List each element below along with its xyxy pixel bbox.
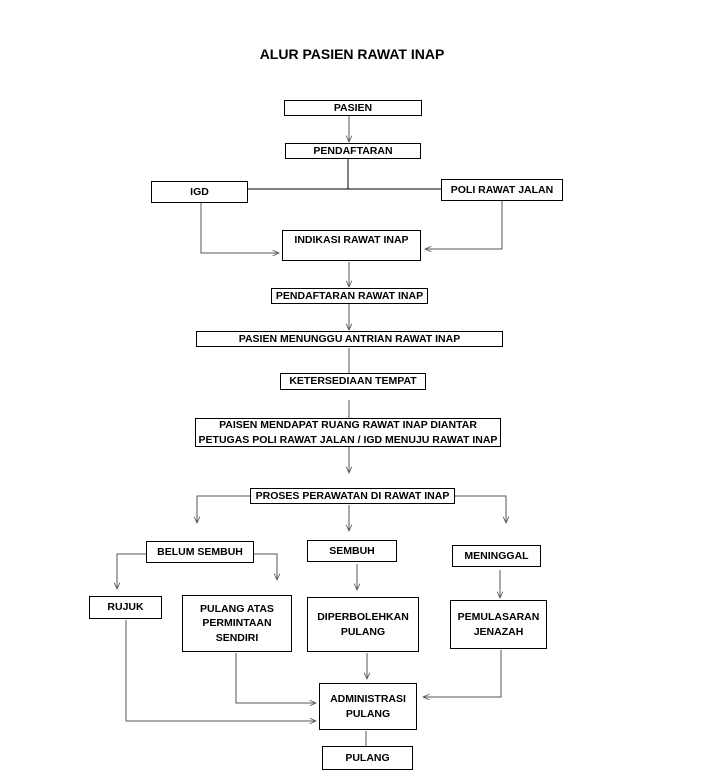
node-meninggal: MENINGGAL [452, 545, 541, 567]
node-mendapat-ruang: PAISEN MENDAPAT RUANG RAWAT INAP DIANTAR… [195, 418, 501, 447]
node-poli-rawat-jalan: POLI RAWAT JALAN [441, 179, 563, 201]
node-indikasi-rawat-inap: INDIKASI RAWAT INAP [282, 230, 421, 261]
arrow-pemulasaran-administrasi [423, 650, 502, 697]
page-title: ALUR PASIEN RAWAT INAP [259, 46, 445, 62]
arrow-proses-left [197, 495, 250, 523]
node-pasien: PASIEN [284, 100, 422, 116]
node-rujuk: RUJUK [89, 596, 162, 619]
arrow-belum-rujuk [117, 553, 146, 589]
node-pulang: PULANG [322, 746, 413, 770]
node-ketersediaan-tempat: KETERSEDIAAN TEMPAT [280, 373, 426, 390]
arrow-rujuk-administrasi [125, 620, 316, 721]
arrow-poli-indikasi [425, 201, 503, 249]
arrow-proses-right [455, 495, 506, 523]
node-pasien-menunggu: PASIEN MENUNGGU ANTRIAN RAWAT INAP [196, 331, 503, 347]
node-belum-sembuh: BELUM SEMBUH [146, 541, 254, 563]
node-sembuh: SEMBUH [307, 540, 397, 562]
node-diperbolehkan-pulang: DIPERBOLEHKAN PULANG [307, 597, 419, 652]
arrow-igd-indikasi [200, 203, 279, 253]
arrow-belum-aps [254, 553, 277, 580]
node-pemulasaran-jenazah: PEMULASARAN JENAZAH [450, 600, 547, 649]
node-pendaftaran-rawat-inap: PENDAFTARAN RAWAT INAP [271, 288, 428, 304]
node-proses-perawatan: PROSES PERAWATAN DI RAWAT INAP [250, 488, 455, 504]
node-administrasi-pulang: ADMINISTRASI PULANG [319, 683, 417, 730]
arrow-aps-administrasi [235, 653, 316, 703]
node-pendaftaran: PENDAFTARAN [285, 143, 421, 159]
node-pulang-atas-permintaan: PULANG ATAS PERMINTAAN SENDIRI [182, 595, 292, 652]
node-igd: IGD [151, 181, 248, 203]
